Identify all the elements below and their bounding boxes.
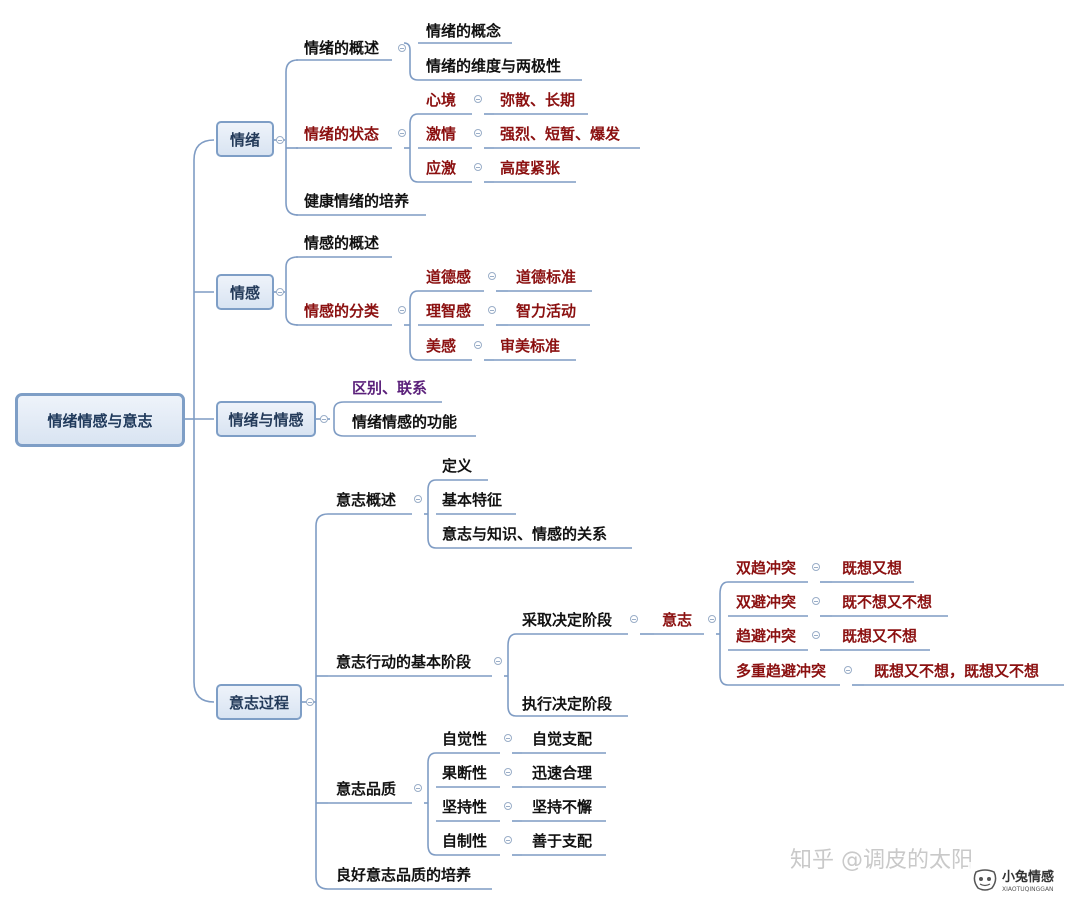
node-cultivate-will[interactable]: 良好意志品质的培养 [336, 866, 472, 884]
node-feeling-overview[interactable]: 情感的概述 [304, 234, 380, 252]
collapse-toggle-icon[interactable] [414, 495, 422, 503]
node-execute-stage[interactable]: 执行决定阶段 [522, 695, 613, 713]
collapse-toggle-icon[interactable] [488, 272, 496, 280]
collapse-toggle-icon[interactable] [504, 768, 512, 776]
node-emotion-dimensions[interactable]: 情绪的维度与两极性 [426, 57, 562, 75]
node-quality-4[interactable]: 自制性 [442, 832, 488, 850]
watermark-text: 知乎 @调皮的太阳 [790, 848, 973, 873]
collapse-toggle-icon[interactable] [504, 836, 512, 844]
node-will-traits[interactable]: 基本特征 [442, 491, 503, 509]
node-emotion[interactable]: 情绪 [216, 121, 274, 157]
node-conflict-1-desc[interactable]: 既想又想 [842, 559, 903, 577]
node-quality-1[interactable]: 自觉性 [442, 730, 488, 748]
collapse-toggle-icon[interactable] [398, 129, 406, 137]
node-quality-4-desc[interactable]: 善于支配 [532, 832, 593, 850]
collapse-toggle-icon[interactable] [812, 563, 820, 571]
node-quality-2-desc[interactable]: 迅速合理 [532, 764, 593, 782]
node-rational-desc[interactable]: 智力活动 [516, 302, 577, 320]
node-will-process[interactable]: 意志过程 [216, 684, 302, 720]
node-feeling[interactable]: 情感 [216, 274, 274, 310]
collapse-toggle-icon[interactable] [504, 734, 512, 742]
collapse-toggle-icon[interactable] [812, 631, 820, 639]
node-aesthetic-desc[interactable]: 审美标准 [500, 337, 561, 355]
node-conflict-3[interactable]: 趋避冲突 [736, 627, 797, 645]
node-difference-relation[interactable]: 区别、联系 [352, 379, 428, 397]
node-will-conflict-hub[interactable]: 意志 [662, 611, 693, 629]
node-passion[interactable]: 激情 [426, 125, 457, 143]
node-passion-desc[interactable]: 强烈、短暂、爆发 [500, 125, 621, 143]
node-rational[interactable]: 理智感 [426, 302, 472, 320]
node-decide-stage[interactable]: 采取决定阶段 [522, 611, 613, 629]
node-will-overview[interactable]: 意志概述 [336, 491, 397, 509]
collapse-toggle-icon[interactable] [812, 597, 820, 605]
collapse-toggle-icon[interactable] [708, 615, 716, 623]
node-conflict-2-desc[interactable]: 既不想又不想 [842, 593, 933, 611]
watermark-logo: 小兔情感 XIAOTUQINGGAN [968, 862, 1076, 902]
node-quality-2[interactable]: 果断性 [442, 764, 488, 782]
node-quality-3-desc[interactable]: 坚持不懈 [532, 798, 593, 816]
node-conflict-2[interactable]: 双避冲突 [736, 593, 797, 611]
node-emotion-overview[interactable]: 情绪的概述 [304, 39, 380, 57]
node-emotion-states[interactable]: 情绪的状态 [304, 125, 380, 143]
node-moral[interactable]: 道德感 [426, 268, 472, 286]
node-aesthetic[interactable]: 美感 [426, 337, 457, 355]
node-will-quality[interactable]: 意志品质 [336, 780, 397, 798]
collapse-toggle-icon[interactable] [320, 415, 328, 423]
watermark-logo-text: 小兔情感 [1002, 870, 1055, 885]
collapse-toggle-icon[interactable] [398, 44, 406, 52]
node-will-definition[interactable]: 定义 [442, 457, 473, 475]
node-conflict-4-desc[interactable]: 既想又不想，既想又不想 [874, 662, 1040, 680]
node-feeling-classes[interactable]: 情感的分类 [304, 302, 380, 320]
collapse-toggle-icon[interactable] [494, 657, 502, 665]
node-mood-desc[interactable]: 弥散、长期 [500, 91, 576, 109]
collapse-toggle-icon[interactable] [474, 129, 482, 137]
node-conflict-4[interactable]: 多重趋避冲突 [736, 662, 827, 680]
node-mood[interactable]: 心境 [426, 91, 457, 109]
collapse-toggle-icon[interactable] [474, 95, 482, 103]
collapse-toggle-icon[interactable] [398, 306, 406, 314]
node-stress-desc[interactable]: 高度紧张 [500, 159, 561, 177]
collapse-toggle-icon[interactable] [276, 136, 284, 144]
node-conflict-1[interactable]: 双趋冲突 [736, 559, 797, 577]
collapse-toggle-icon[interactable] [504, 802, 512, 810]
node-healthy-emotion[interactable]: 健康情绪的培养 [304, 192, 410, 210]
collapse-toggle-icon[interactable] [306, 698, 314, 706]
collapse-toggle-icon[interactable] [276, 288, 284, 296]
node-will-relation[interactable]: 意志与知识、情感的关系 [442, 525, 608, 543]
node-quality-1-desc[interactable]: 自觉支配 [532, 730, 593, 748]
rabbit-face-icon [973, 869, 997, 891]
collapse-toggle-icon[interactable] [630, 615, 638, 623]
watermark-logo-subtext: XIAOTUQINGGAN [1002, 886, 1054, 893]
root-node[interactable]: 情绪情感与意志 [15, 393, 185, 447]
node-will-stages[interactable]: 意志行动的基本阶段 [336, 653, 472, 671]
node-emotion-function[interactable]: 情绪情感的功能 [352, 413, 458, 431]
collapse-toggle-icon[interactable] [488, 306, 496, 314]
node-emotion-concept[interactable]: 情绪的概念 [426, 22, 502, 40]
collapse-toggle-icon[interactable] [414, 784, 422, 792]
node-moral-desc[interactable]: 道德标准 [516, 268, 577, 286]
collapse-toggle-icon[interactable] [844, 666, 852, 674]
node-conflict-3-desc[interactable]: 既想又不想 [842, 627, 918, 645]
collapse-toggle-icon[interactable] [474, 341, 482, 349]
node-quality-3[interactable]: 坚持性 [442, 798, 488, 816]
node-stress[interactable]: 应激 [426, 159, 457, 177]
collapse-toggle-icon[interactable] [474, 163, 482, 171]
node-emotion-and-feeling[interactable]: 情绪与情感 [216, 401, 316, 437]
